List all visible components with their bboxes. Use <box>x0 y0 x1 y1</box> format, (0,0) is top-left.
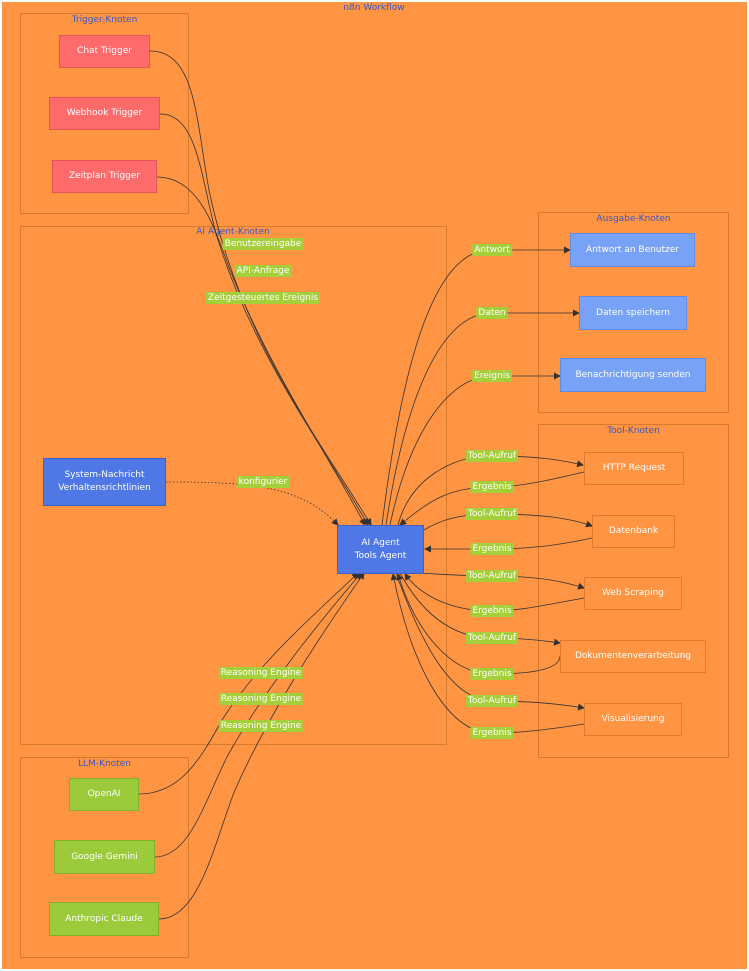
node-visualization-label: Visualisierung <box>601 714 665 724</box>
node-respond-user[interactable]: Antwort an Benutzer <box>570 233 695 267</box>
edge-label-reasoning-3: Reasoning Engine <box>218 720 304 732</box>
cluster-agent <box>20 226 447 745</box>
edge-chat-to-agent <box>149 50 372 526</box>
node-system-message-line1: System-Nachricht <box>64 470 145 480</box>
edge-label-scheduled-event: Zeitgesteuertes Ereignis <box>205 292 321 304</box>
node-anthropic-claude[interactable]: Anthropic Claude <box>49 902 159 936</box>
node-anthropic-claude-label: Anthropic Claude <box>65 913 143 924</box>
node-chat-trigger[interactable]: Chat Trigger <box>59 35 150 68</box>
edge-label-tool-call-3: Tool-Aufruf <box>465 570 519 582</box>
node-respond-user-label: Antwort an Benutzer <box>585 244 680 255</box>
node-http-request-label: HTTP Request <box>602 463 666 473</box>
edge-label-event: Ereignis <box>472 370 512 382</box>
node-save-data-label: Daten speichern <box>596 307 670 318</box>
node-document-processing-label: Dokumentenverarbeitung <box>574 651 692 661</box>
cluster-output-title: Ausgabe-Knoten <box>596 214 671 224</box>
edge-webhook-to-agent <box>159 113 369 526</box>
edge-label-result-5: Ergebnis <box>470 727 514 739</box>
cluster-trigger <box>20 13 189 214</box>
node-webhook-trigger[interactable]: Webhook Trigger <box>49 97 160 130</box>
edge-label-tool-call-1: Tool-Aufruf <box>465 450 519 462</box>
edge-label-result-3: Ergebnis <box>470 605 514 617</box>
edge-label-data: Daten <box>476 307 508 319</box>
node-ai-agent-line1: AI Agent <box>361 537 400 548</box>
node-save-data[interactable]: Daten speichern <box>579 296 687 330</box>
node-ai-agent-line2: Tools Agent <box>354 550 407 561</box>
cluster-agent-title: AI Agent-Knoten <box>196 227 270 237</box>
cluster-output <box>538 212 729 413</box>
node-database[interactable]: Datenbank <box>592 515 675 548</box>
edge-visual-to-agent <box>390 573 585 734</box>
edge-label-result-2: Ergebnis <box>470 543 514 555</box>
cluster-llm-title: LLM-Knoten <box>78 759 131 769</box>
edge-label-reasoning-2: Reasoning Engine <box>218 693 304 705</box>
node-openai[interactable]: OpenAI <box>69 778 139 811</box>
node-system-message[interactable]: System-Nachricht Verhaltensrichtlinien <box>43 458 166 506</box>
edge-label-tool-call-2: Tool-Aufruf <box>465 508 519 520</box>
cluster-trigger-title: Trigger-Knoten <box>71 15 138 25</box>
edge-label-configure: konfigurier <box>236 476 290 488</box>
cluster-tools <box>538 424 729 758</box>
edge-claude-to-agent <box>158 572 365 920</box>
node-send-notification[interactable]: Benachrichtigung senden <box>560 358 706 392</box>
cluster-llm <box>20 757 189 958</box>
edge-label-tool-call-4: Tool-Aufruf <box>465 632 519 644</box>
edge-label-tool-call-5: Tool-Aufruf <box>465 695 519 707</box>
edge-docs-to-agent <box>396 573 561 675</box>
edge-gemini-to-agent <box>154 572 362 858</box>
node-visualization[interactable]: Visualisierung <box>584 703 682 736</box>
node-google-gemini[interactable]: Google Gemini <box>54 840 155 874</box>
edge-system-to-agent <box>165 481 339 526</box>
edge-label-api-request: API-Anfrage <box>234 265 292 277</box>
node-chat-trigger-label: Chat Trigger <box>77 46 132 56</box>
node-document-processing[interactable]: Dokumentenverarbeitung <box>560 640 706 673</box>
node-schedule-trigger-label: Zeitplan Trigger <box>68 171 141 181</box>
node-web-scraping-label: Web Scraping <box>602 588 664 598</box>
node-ai-agent[interactable]: AI Agent Tools Agent <box>337 525 424 574</box>
node-openai-label: OpenAI <box>87 789 121 799</box>
node-system-message-line2: Verhaltensrichtlinien <box>58 483 151 493</box>
node-web-scraping[interactable]: Web Scraping <box>584 577 682 610</box>
node-database-label: Datenbank <box>608 526 659 536</box>
cluster-tools-title: Tool-Knoten <box>607 426 660 436</box>
node-schedule-trigger[interactable]: Zeitplan Trigger <box>52 160 157 193</box>
edge-schedule-to-agent <box>156 176 366 526</box>
edge-label-user-input: Benutzereingabe <box>222 238 304 250</box>
diagram-title: n8n Workflow <box>343 3 405 13</box>
edge-label-result-1: Ergebnis <box>470 481 514 493</box>
node-http-request[interactable]: HTTP Request <box>584 452 684 485</box>
edge-label-result-4: Ergebnis <box>470 668 514 680</box>
edge-openai-to-agent <box>138 572 359 795</box>
node-webhook-trigger-label: Webhook Trigger <box>66 108 143 118</box>
edge-agent-to-save <box>385 309 580 526</box>
edge-label-answer: Antwort <box>472 244 512 256</box>
node-send-notification-label: Benachrichtigung senden <box>575 369 691 380</box>
node-google-gemini-label: Google Gemini <box>71 851 138 862</box>
edge-label-reasoning-1: Reasoning Engine <box>218 667 304 679</box>
